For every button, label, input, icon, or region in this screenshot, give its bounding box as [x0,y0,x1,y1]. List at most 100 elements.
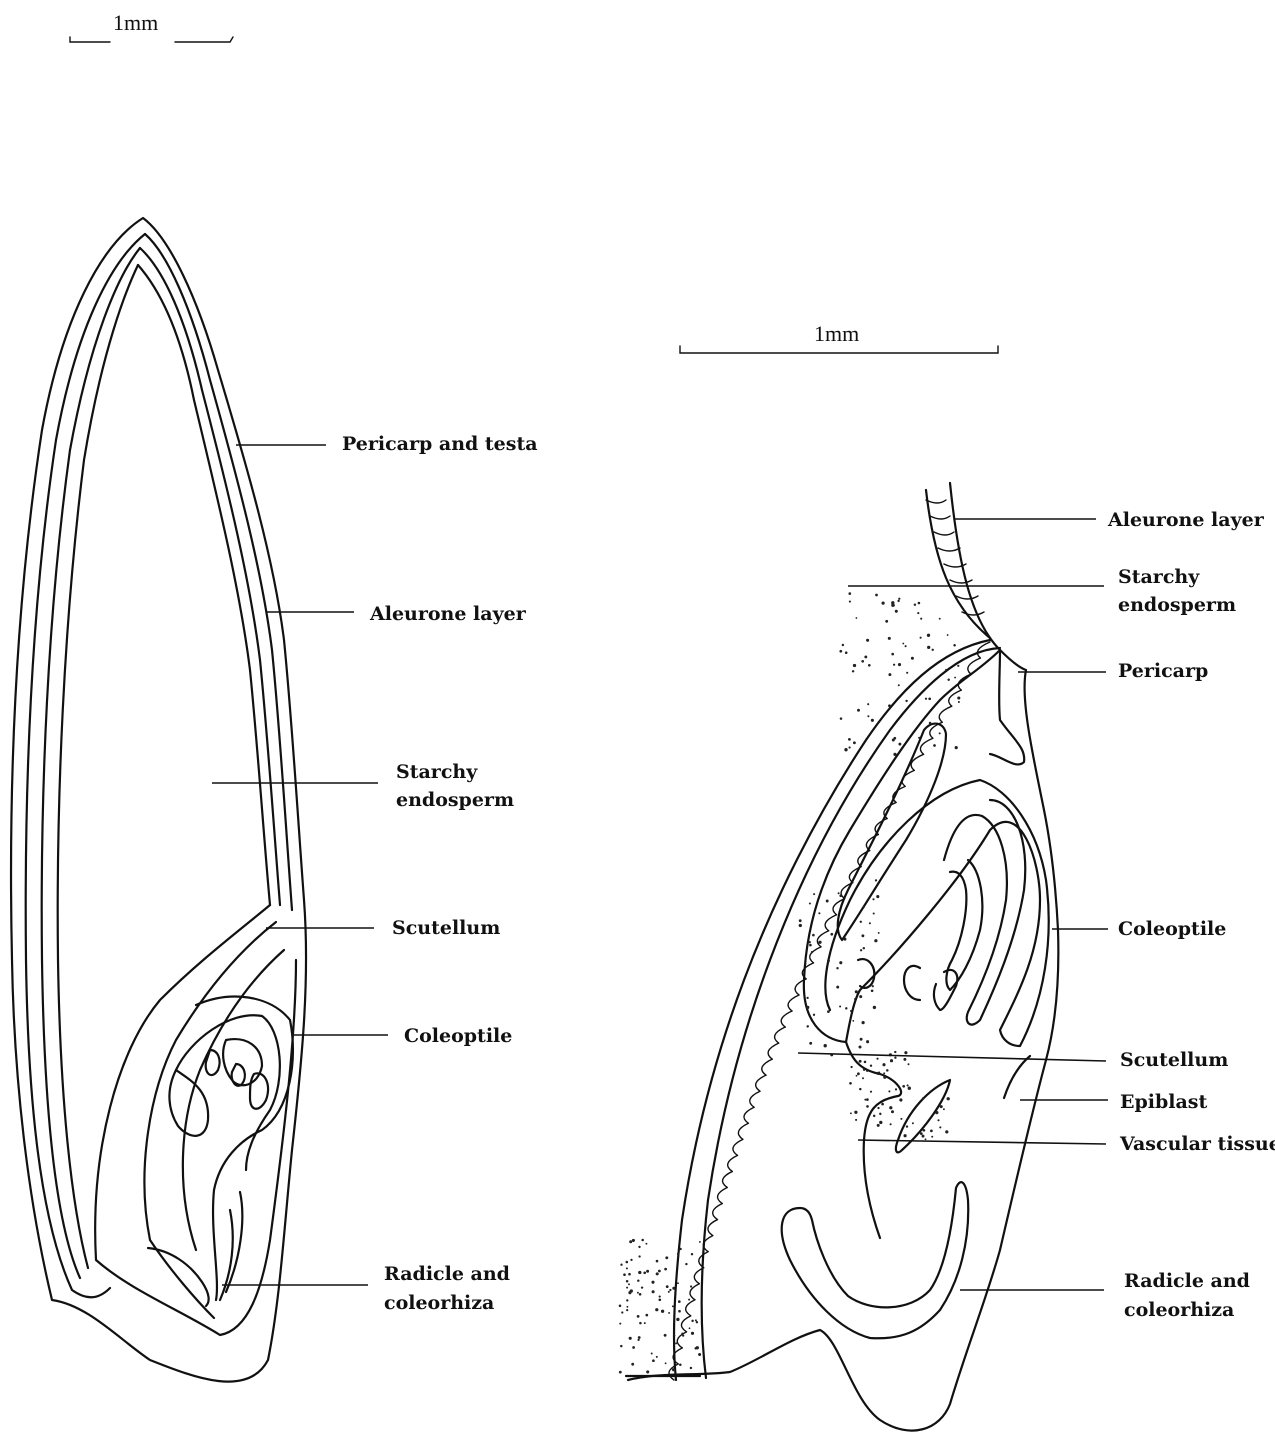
starch-dot [678,1310,681,1313]
starch-dot [958,701,960,703]
starch-dot [681,1333,683,1335]
starch-dot [860,949,862,951]
starch-dot [839,894,842,897]
starch-dot [619,1323,621,1325]
starch-dot [806,997,808,999]
starch-dot [872,898,874,900]
starch-dot [655,1308,658,1311]
figure-a-labels: Pericarp and testa Aleurone layer Starch… [212,433,538,1314]
starch-dot [872,985,874,987]
starch-dot [957,696,960,699]
starch-dot [852,670,854,672]
aleurone-cell [768,1043,779,1059]
starch-dot [863,1069,865,1071]
starch-dot [853,741,856,744]
starch-dot [895,1088,897,1090]
figure-b-scale-bar: 1mm [680,321,998,353]
starch-dot [658,1270,661,1273]
aleurone-cell [686,1300,695,1316]
starch-dot [889,1106,892,1109]
label-b-radicle-2: coleorhiza [1124,1299,1234,1321]
aleurone-cell [817,931,828,947]
starch-dot [925,1138,927,1140]
starch-dot [871,989,874,992]
starch-dot [842,644,844,646]
starch-dot [626,1261,629,1264]
aleurone-cell [788,995,799,1011]
aleurone-cell [781,1011,792,1027]
starch-dot [643,1271,646,1274]
starch-dot [629,1337,632,1340]
starch-dot [621,1311,623,1313]
starch-dot [644,1322,646,1324]
starch-dot [678,1300,681,1303]
starch-dot [891,653,894,656]
starch-dot [874,939,877,942]
starch-dot [656,1260,659,1263]
starch-dot [641,1286,643,1288]
starch-dot [688,1299,690,1301]
starch-dot [877,1124,880,1127]
starch-dot [855,990,858,993]
starch-dot [878,932,880,934]
label-b-aleurone: Aleurone layer [1107,509,1265,531]
starch-dot [696,1346,699,1349]
starch-dot [630,1259,632,1261]
starch-dot [638,1246,640,1248]
starch-dot [672,1287,675,1290]
starch-dot [866,1105,869,1108]
starch-dot [871,719,874,722]
starch-dot [839,961,842,964]
aleurone-cell [738,1123,748,1139]
starch-dot [666,1285,669,1288]
label-b-vascular: Vascular tissue [1119,1133,1275,1155]
starch-dot [626,1306,628,1308]
label-a-starchy-2: endosperm [396,789,514,811]
starch-dot [836,986,839,989]
starch-dot [859,1060,862,1063]
label-b-coleoptile: Coleoptile [1118,918,1226,940]
starch-dot [883,1072,885,1074]
starch-dot [869,922,871,924]
starch-dot [888,704,891,707]
label-a-radicle-1: Radicle and [384,1263,510,1285]
label-a-radicle-2: coleorhiza [384,1292,494,1314]
starch-dot [947,1097,950,1100]
starch-dot [883,1076,886,1079]
starch-dot [809,944,812,947]
starch-dot [626,1267,628,1269]
figure-a-scale-bar: 1mm [70,10,233,42]
starch-dot [945,669,947,671]
starch-dot [843,938,846,941]
starch-dot [876,1058,878,1060]
figure-b-scale-label: 1mm [814,321,859,346]
label-a-pericarp-testa: Pericarp and testa [342,433,538,455]
starch-dot [875,879,877,881]
starch-dot [818,941,821,944]
starch-dot [920,637,922,639]
starch-dot [652,1359,655,1362]
starch-dot [864,1061,867,1064]
starch-dot [664,1334,667,1337]
starch-dot [931,1136,933,1138]
aleurone-cell [775,1027,786,1043]
starch-dot [854,1111,857,1114]
starch-dot [900,1118,902,1120]
starch-dot [844,748,847,751]
starch-dot [620,1345,622,1347]
starch-dot [656,1272,659,1275]
starch-dot [932,649,934,651]
starch-dot [906,672,908,674]
starch-dot [856,1075,858,1077]
starch-dot [879,1121,882,1124]
starch-dot [859,1046,862,1049]
starch-dot [860,1038,863,1041]
starch-dot [895,610,898,613]
starch-dot [939,618,941,620]
figure-a-grain-outline [11,218,306,1382]
starch-dot [689,1327,691,1329]
starch-dot [905,645,907,647]
starch-dot [698,1353,701,1356]
starch-dot [955,746,958,749]
aleurone-cell [681,1316,690,1332]
